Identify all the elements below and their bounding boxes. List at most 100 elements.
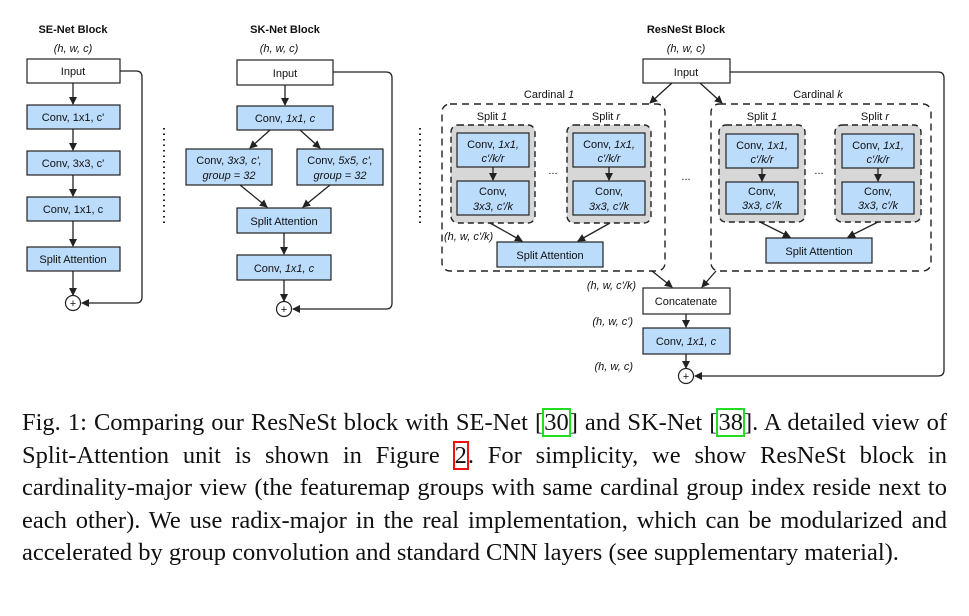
se-net-conv2-box: [26, 150, 121, 176]
cardinal-1-split-attention-label: Split Attention: [516, 250, 583, 262]
split-conv2-line2: 3x3, c'/k: [742, 200, 783, 212]
sk-net-branch-5x5-line1: Conv, 5x5, c',: [307, 155, 373, 167]
se-net-title: SE-Net Block: [38, 24, 108, 36]
ellipsis: ...: [548, 165, 557, 177]
sk-net-branch-3x3-line1: Conv, 3x3, c',: [196, 155, 262, 167]
arrow: [699, 82, 723, 104]
arrow: [759, 221, 791, 238]
se-net-sum-symbol: +: [70, 298, 76, 310]
split-conv1-box: [456, 132, 530, 168]
sk-net-sum-symbol: +: [281, 304, 287, 316]
split-conv2-box: [456, 180, 530, 216]
split-conv2-line1: Conv,: [595, 186, 623, 198]
sk-net-split-attention-box: [236, 207, 332, 234]
resnest-input-box: [642, 58, 731, 84]
split-conv1-line1: Conv, 1x1,: [583, 139, 635, 151]
split-r-label: Split r: [861, 111, 890, 123]
se-net-conv1-box: [26, 104, 121, 130]
arrow: [577, 222, 611, 242]
cardinal-1-frame: [441, 103, 666, 272]
figure-caption: Fig. 1: Comparing our ResNeSt block with…: [22, 408, 948, 567]
cardinal-group-1: Cardinal 1 Split 1 Conv, 1x1, c'/k/r Con…: [441, 89, 666, 272]
split-conv1-line2: c'/k/r: [751, 154, 775, 166]
sk-net-conv2-box: [236, 254, 332, 281]
split-1-label: Split 1: [477, 111, 508, 123]
cardinal-k-split-attention-box: [765, 237, 873, 264]
se-net-block: SE-Net Block (h, w, c) Input Conv, 1x1, …: [26, 24, 143, 312]
split-conv1-box: [572, 132, 646, 168]
se-net-split-attention-label: Split Attention: [39, 254, 106, 266]
split-conv2-box: [725, 181, 799, 215]
sk-net-branch-5x5-line2: group = 32: [314, 170, 367, 182]
resnest-title: ResNeSt Block: [647, 24, 726, 36]
arrow: [701, 270, 717, 288]
caption-text: and SK-Net: [577, 409, 710, 436]
sk-net-branch-3x3-line2: group = 32: [203, 170, 256, 182]
arrow: [847, 221, 879, 238]
citation-link-sk-net[interactable]: 38: [716, 408, 745, 437]
resnest-input-shape: (h, w, c): [667, 43, 706, 55]
resnest-output-shape: (h, w, c): [594, 361, 633, 373]
split-conv2-line1: Conv,: [864, 186, 892, 198]
cardinal-1-label: Cardinal 1: [524, 89, 574, 101]
arrow: [249, 129, 271, 149]
sk-net-conv1-label: Conv, 1x1, c: [255, 113, 316, 125]
caption-text: Fig. 1: Comparing our ResNeSt block with…: [22, 409, 536, 436]
sk-net-skip-connection: [292, 71, 393, 313]
arrow: [651, 270, 673, 288]
sk-net-input-label: Input: [273, 68, 297, 80]
cardinal-k-label: Cardinal k: [793, 89, 843, 101]
caption-text: . For simplicity, we show ResNeSt block …: [22, 441, 947, 567]
cardinal-group-k: Cardinal k Split 1 Conv, 1x1, c'/k/r Con…: [710, 89, 932, 272]
sk-net-sum-node: [275, 300, 293, 318]
split-r-label: Split r: [592, 111, 621, 123]
citation-link-se-net[interactable]: 30: [542, 408, 571, 437]
cardinal-k-split-attention-label: Split Attention: [785, 246, 852, 258]
resnest-conv-final-label: Conv, 1x1, c: [656, 336, 717, 348]
split-conv1-line2: c'/k/r: [482, 153, 506, 165]
resnest-conv-final-box: [642, 327, 731, 355]
split-conv2-line1: Conv,: [479, 186, 507, 198]
split-conv2-line2: 3x3, c'/k: [858, 200, 899, 212]
sk-net-conv1-box: [236, 105, 334, 131]
se-net-input-shape: (h, w, c): [54, 43, 93, 55]
ellipsis: ...: [814, 165, 823, 177]
figure-ref-link[interactable]: 2: [452, 440, 469, 470]
sk-net-block: SK-Net Block (h, w, c) Input Conv, 1x1, …: [185, 24, 393, 318]
resnest-block: ResNeSt Block (h, w, c) Input Cardinal 1…: [441, 24, 945, 385]
concatenate-label: Concatenate: [655, 296, 717, 308]
sk-net-branch-3x3-box: [185, 148, 273, 186]
concat-input-shape: (h, w, c'/k): [587, 280, 636, 292]
se-net-input-label: Input: [61, 66, 85, 78]
split-conv2-line2: 3x3, c'/k: [473, 201, 514, 213]
cardinal-ellipsis: ...: [681, 171, 690, 183]
concatenate-box: [642, 287, 731, 315]
architecture-figure: SE-Net Block (h, w, c) Input Conv, 1x1, …: [26, 24, 945, 385]
se-net-sum-node: [64, 294, 82, 312]
cardinal-k-frame: [710, 103, 932, 272]
split-conv1-line1: Conv, 1x1,: [736, 140, 788, 152]
split-conv2-box: [841, 181, 915, 215]
split-conv1-line2: c'/k/r: [867, 154, 891, 166]
arrow: [489, 222, 523, 242]
resnest-sum-node: [677, 367, 695, 385]
split-output-shape: (h, w, c'/k): [444, 231, 493, 243]
arrow: [649, 82, 673, 104]
split-1-label: Split 1: [747, 111, 778, 123]
se-net-input-box: [26, 58, 121, 84]
split-conv1-box: [725, 133, 799, 169]
sk-net-split-attention-label: Split Attention: [250, 216, 317, 228]
split-conv2-line1: Conv,: [748, 186, 776, 198]
se-net-split-attention-box: [26, 246, 121, 272]
split-conv1-box: [841, 133, 915, 169]
split-conv1-line1: Conv, 1x1,: [852, 140, 904, 152]
se-net-conv1-label: Conv, 1x1, c': [42, 112, 104, 124]
resnest-skip-connection: [694, 71, 945, 380]
arrow: [239, 184, 268, 208]
split-conv1-line1: Conv, 1x1,: [467, 139, 519, 151]
se-net-skip-connection: [81, 70, 143, 307]
cardinal-1-split-attention-box: [496, 241, 604, 268]
se-net-conv3-label: Conv, 1x1, c: [43, 204, 104, 216]
sk-net-title: SK-Net Block: [250, 24, 321, 36]
sk-net-branch-5x5-box: [296, 148, 384, 186]
